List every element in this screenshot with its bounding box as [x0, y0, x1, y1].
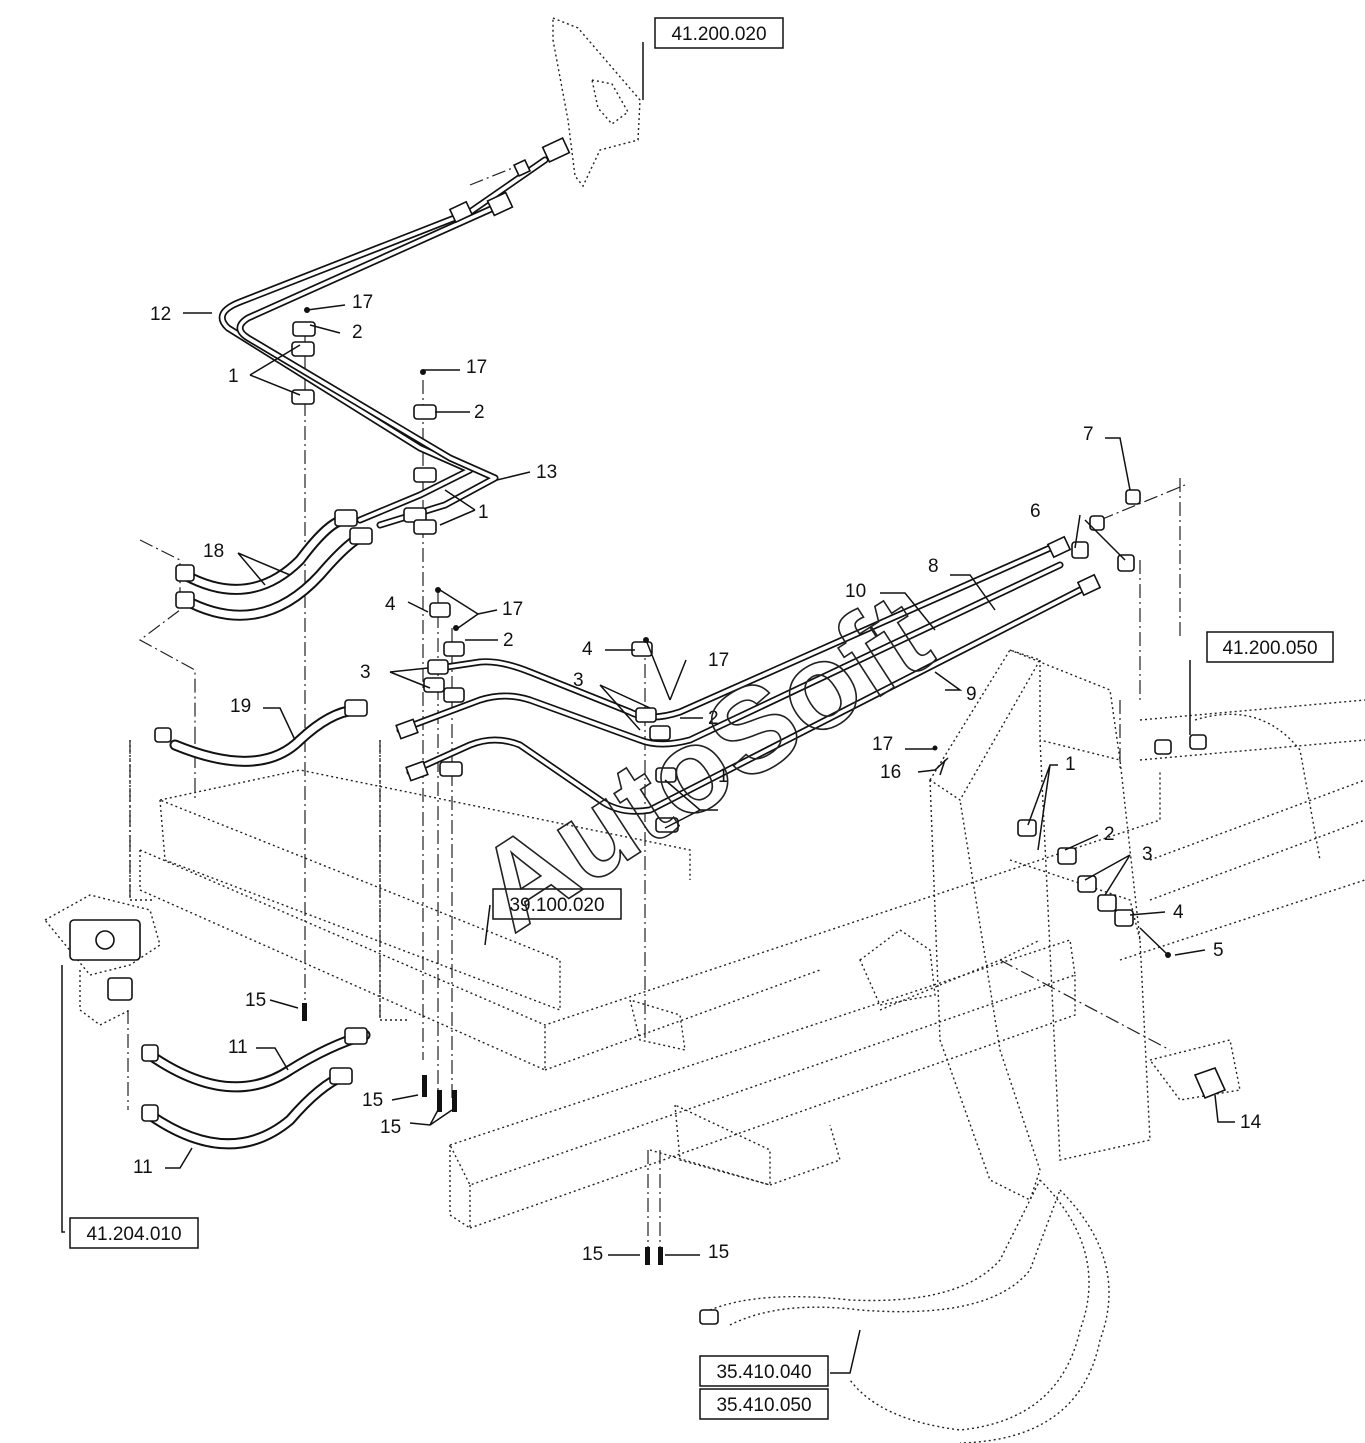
callout-2: 2 [503, 630, 514, 651]
svg-text:35.410.040: 35.410.040 [716, 1362, 811, 1383]
svg-text:41.200.020: 41.200.020 [671, 24, 766, 45]
leader-lines [61, 42, 1235, 1374]
callout-15: 15 [362, 1090, 383, 1111]
callout-4: 4 [385, 594, 396, 615]
callout-7: 7 [1083, 424, 1094, 445]
callout-3: 3 [360, 662, 371, 683]
callout-10: 10 [845, 581, 866, 602]
callout-4: 4 [1173, 902, 1184, 923]
clamps [69, 307, 1227, 1325]
callout-17: 17 [708, 650, 729, 671]
callout-17: 17 [466, 357, 487, 378]
ref-box-41-204-010[interactable]: 41.204.010 [69, 1217, 199, 1249]
callout-3: 3 [573, 670, 584, 691]
callout-15: 15 [708, 1242, 729, 1263]
reference-boxes: 41.200.020 41.200.050 39.100.020 41.204.… [69, 17, 1334, 1420]
pipes-8-9-10 [395, 535, 1102, 815]
svg-text:35.410.050: 35.410.050 [716, 1395, 811, 1416]
callout-19: 19 [230, 696, 251, 717]
svg-text:41.204.010: 41.204.010 [86, 1224, 181, 1245]
callout-2: 2 [708, 708, 719, 729]
callout-11: 11 [133, 1157, 153, 1178]
hoses [144, 514, 371, 1150]
centerlines [127, 164, 1186, 1250]
callout-5: 5 [1213, 940, 1224, 961]
callout-13: 13 [536, 462, 557, 483]
pipe-12 [218, 137, 571, 529]
callout-8: 8 [928, 556, 939, 577]
svg-text:41.200.050: 41.200.050 [1222, 638, 1317, 659]
watermark: AutoSoft [454, 567, 953, 957]
svg-text:AutoSoft: AutoSoft [454, 568, 952, 956]
callouts: 12 17 2 1 17 2 13 1 18 4 17 2 3 19 4 17 … [133, 292, 1262, 1265]
callout-15: 15 [380, 1117, 401, 1138]
callout-2: 2 [474, 402, 485, 423]
ref-box-39-100-020[interactable]: 39.100.020 [492, 888, 622, 920]
callout-11: 11 [228, 1037, 248, 1058]
callout-9: 9 [966, 684, 977, 705]
callout-17: 17 [872, 734, 893, 755]
callout-17: 17 [352, 292, 373, 313]
callout-6: 6 [1030, 501, 1041, 522]
callout-1: 1 [228, 366, 239, 387]
callout-14: 14 [1240, 1112, 1262, 1133]
callout-16: 16 [880, 762, 901, 783]
callout-4: 4 [582, 639, 593, 660]
callout-1: 1 [478, 502, 489, 523]
callout-17: 17 [502, 599, 523, 620]
callout-1: 1 [718, 766, 729, 787]
ref-box-35-410-050[interactable]: 35.410.050 [699, 1388, 829, 1420]
callout-3: 3 [1142, 844, 1153, 865]
callout-2: 2 [1104, 824, 1115, 845]
callout-18: 18 [203, 541, 224, 562]
chassis-frame [43, 16, 1365, 1443]
svg-text:39.100.020: 39.100.020 [509, 895, 604, 916]
callout-12: 12 [150, 304, 171, 325]
callout-15: 15 [245, 990, 266, 1011]
callout-1: 1 [1065, 754, 1076, 775]
callout-2: 2 [352, 322, 363, 343]
ref-box-41-200-020[interactable]: 41.200.020 [654, 17, 784, 49]
callout-15: 15 [582, 1244, 603, 1265]
ref-box-35-410-040[interactable]: 35.410.040 [699, 1355, 829, 1387]
ref-box-41-200-050[interactable]: 41.200.050 [1206, 631, 1334, 663]
